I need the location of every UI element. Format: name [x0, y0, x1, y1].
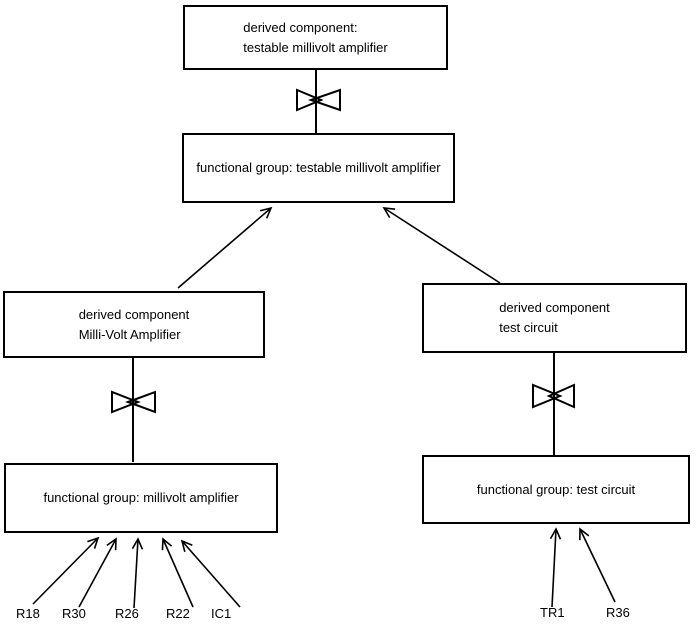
box-derived-testable-amplifier: derived component: testable millivolt am…: [183, 5, 448, 70]
arrow-R22: [161, 537, 194, 608]
component-label-IC1: IC1: [211, 606, 232, 621]
arrow-R36: [579, 527, 616, 603]
arrow-IC1: [180, 539, 241, 608]
arrow-R26: [131, 537, 144, 609]
box-label: testable millivolt amplifier: [243, 39, 388, 55]
box-derived-test-circuit: derived component test circuit: [422, 283, 687, 353]
bowtie-icon: [111, 390, 156, 414]
link-derived-mva-to-fg-mva: [111, 358, 156, 462]
arrow-R30: [78, 537, 117, 608]
arrow-R18: [32, 536, 100, 605]
box-functional-group-millivolt: functional group: millivolt amplifier: [4, 463, 278, 533]
component-label-TR1: TR1: [540, 605, 565, 620]
box-label: test circuit: [499, 320, 558, 335]
box-label: functional group: test circuit: [476, 481, 636, 497]
box-functional-group-test-circuit: functional group: test circuit: [422, 455, 690, 524]
component-label-R26: R26: [115, 606, 139, 621]
box-label: derived component: [78, 306, 190, 322]
bowtie-icon: [532, 383, 575, 409]
box-label: functional group: testable millivolt amp…: [196, 160, 441, 175]
box-derived-millivolt-amplifier: derived component Milli-Volt Amplifier: [3, 291, 265, 358]
box-label: functional group: millivolt amplifier: [43, 490, 239, 505]
component-label-R18: R18: [16, 606, 40, 621]
arrow-derived-mva-to-fg-testable: [177, 206, 273, 289]
arrow-TR1: [549, 527, 562, 608]
component-label-R22: R22: [166, 606, 190, 621]
arrow-derived-test-to-fg-testable: [382, 207, 501, 284]
link-derived-testable-to-fg-testable: [296, 70, 341, 133]
component-label-R36: R36: [606, 605, 630, 620]
bowtie-icon: [296, 88, 341, 112]
box-label: Milli-Volt Amplifier: [78, 326, 181, 342]
link-derived-test-to-fg-test: [532, 353, 575, 455]
box-label: derived component: [499, 300, 610, 315]
box-functional-group-testable: functional group: testable millivolt amp…: [182, 133, 455, 203]
component-label-R30: R30: [62, 606, 86, 621]
box-label: derived component:: [243, 19, 358, 35]
